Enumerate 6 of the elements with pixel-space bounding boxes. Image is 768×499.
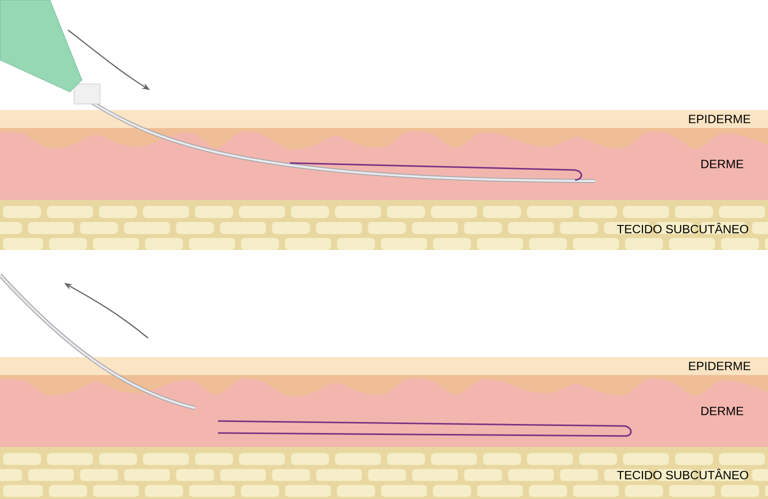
layer-label: EPIDERME bbox=[689, 362, 750, 370]
layer-label: DERME bbox=[701, 406, 744, 416]
layer-label: TECIDO SUBCUTÂNEO bbox=[617, 222, 748, 234]
layer-label: EPIDERME bbox=[689, 114, 750, 124]
layer-label: TECIDO SUBCUTÂNEO bbox=[617, 468, 748, 480]
layer-label: DERME bbox=[701, 160, 744, 168]
